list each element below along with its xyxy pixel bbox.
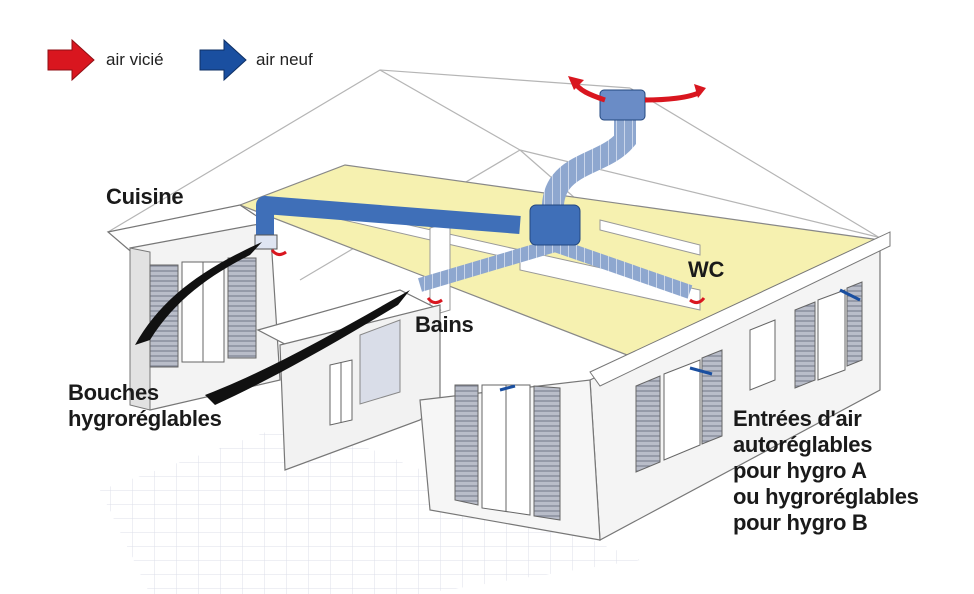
wc-duct — [552, 238, 693, 299]
bathroom-duct — [418, 238, 557, 292]
callout-entrees-line: ou hygroréglables — [733, 484, 919, 509]
main-body — [589, 231, 891, 541]
legend-stale-air-label: air vicié — [106, 50, 164, 69]
duct-network — [254, 89, 693, 299]
kitchen-pointer-arrow — [135, 242, 262, 345]
legend-fresh-arrow — [199, 38, 247, 82]
bathroom-pointer-arrow — [205, 290, 410, 405]
callout-bouches-line: hygroréglables — [68, 406, 222, 431]
roof-exhaust-right-arrow — [644, 89, 702, 103]
legend-stale-arrow — [47, 38, 95, 82]
kitchen-duct — [256, 196, 521, 240]
extractor-unit — [529, 204, 581, 246]
room-label-bathroom: Bains — [415, 312, 474, 337]
stale-air-arrows — [270, 249, 706, 305]
legend-fresh-air-label: air neuf — [256, 50, 313, 69]
roof-outlet — [599, 89, 646, 121]
callout-bouches-line: Bouches — [68, 380, 159, 405]
floor-grid — [100, 420, 640, 594]
callout-entrees: Entrées d'air autoréglables pour hygro A… — [733, 406, 919, 536]
room-label-wc: WC — [688, 257, 725, 282]
fresh-air-arrows — [499, 288, 861, 392]
room-label-kitchen: Cuisine — [106, 184, 184, 209]
callout-entrees-line: pour hygro A — [733, 458, 867, 483]
callout-entrees-line: pour hygro B — [733, 510, 868, 535]
callout-entrees-line: Entrées d'air — [733, 406, 862, 431]
callout-bouches: Bouches hygroréglables — [68, 380, 222, 432]
left-wing — [106, 204, 281, 411]
callout-entrees-line: autoréglables — [733, 432, 873, 457]
